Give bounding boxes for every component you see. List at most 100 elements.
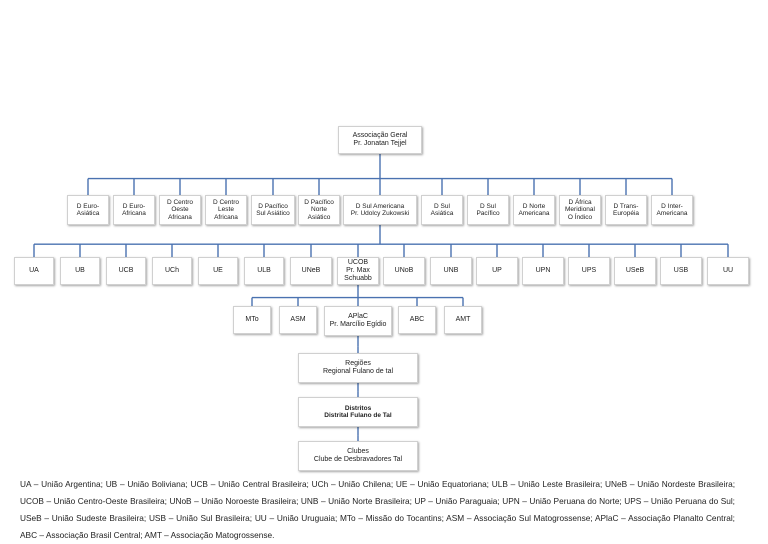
node-label: D África	[568, 198, 592, 206]
node-label: Norte	[311, 206, 327, 214]
node-ub: UB	[60, 257, 100, 285]
node-label: D Norte	[522, 202, 546, 210]
node-label: USeB	[625, 267, 645, 274]
node-label: D Sul Americana	[355, 202, 405, 210]
node-d-inter-americana: D Inter-Americana	[651, 195, 693, 225]
node-uu: UU	[707, 257, 749, 285]
node-label: D Centro	[212, 198, 239, 206]
node-label: D Centro	[166, 198, 193, 206]
node-abc: ABC	[398, 306, 436, 334]
node-label: UCh	[164, 267, 179, 274]
node-unob: UNoB	[383, 257, 425, 285]
node-label: O Índico	[567, 213, 593, 221]
node-label: Regional Fulano de tal	[322, 368, 394, 375]
node-label: UPN	[535, 267, 551, 274]
node-label: UNeB	[301, 267, 321, 274]
node-label: UPS	[581, 267, 597, 274]
node-label: Schuabb	[344, 275, 372, 282]
node-label: Africana	[214, 213, 238, 221]
node-label: APlaC	[348, 313, 368, 320]
node-label: D Euro-	[122, 202, 146, 210]
node-label: Distrital Fulano de Tal	[324, 412, 392, 419]
node-label: Associação Geral	[352, 132, 408, 139]
node-ue: UE	[198, 257, 238, 285]
node-label: ABC	[409, 316, 425, 323]
node-label: D Pacífico	[258, 202, 288, 210]
node-useb: USeB	[614, 257, 656, 285]
node-upn: UPN	[522, 257, 564, 285]
node-label: Pr. Marcílio Egídio	[329, 321, 387, 328]
node-label: UA	[29, 267, 39, 274]
node-label: AMT	[455, 316, 471, 323]
node-label: ULB	[257, 267, 271, 274]
node-label: UCB	[118, 267, 134, 274]
node-label: Regiões	[345, 360, 371, 367]
node-ups: UPS	[568, 257, 610, 285]
node-label: Oeste	[171, 206, 189, 214]
node-label: D Trans-	[613, 202, 639, 210]
node-label: ASM	[290, 316, 306, 323]
node-usb: USB	[660, 257, 702, 285]
node-label: Asiática	[430, 210, 454, 217]
node-label: Asiática	[76, 210, 100, 217]
node-d-trans-europeia: D Trans-Européia	[605, 195, 647, 225]
node-amt: AMT	[444, 306, 482, 334]
node-d-euro-asiatica: D Euro-Asiática	[67, 195, 109, 225]
node-up: UP	[476, 257, 518, 285]
node-label: UE	[213, 267, 223, 274]
abbreviation-legend: UA – União Argentina; UB – União Bolivia…	[20, 479, 735, 540]
node-label: D Sul	[480, 202, 496, 210]
node-label: Pr. Jonatan Tejjel	[353, 140, 407, 147]
node-label: USB	[673, 267, 689, 274]
node-label: Clube de Desbravadores Tal	[313, 456, 403, 463]
node-label: UP	[492, 267, 502, 274]
node-label: UU	[722, 267, 734, 274]
node-label: D Pacífico	[304, 198, 334, 206]
node-d-euro-africana: D Euro-Africana	[113, 195, 155, 225]
node-label: Européia	[612, 210, 640, 217]
node-label: UCOB	[347, 259, 369, 266]
node-label: Leste	[218, 206, 234, 214]
node-ucb: UCB	[106, 257, 146, 285]
node-label: Clubes	[347, 448, 369, 455]
node-ulb: ULB	[244, 257, 284, 285]
node-label: Pr. Udolcy Zukowski	[350, 210, 410, 217]
node-label: Distritos	[344, 404, 372, 412]
node-label: UNoB	[394, 267, 414, 274]
node-label: D Inter-	[661, 202, 683, 210]
node-label: D Euro-	[76, 202, 100, 210]
node-uch: UCh	[152, 257, 192, 285]
node-label: Pacífico	[476, 210, 500, 217]
node-uneb: UNeB	[290, 257, 332, 285]
node-label: MTo	[245, 316, 259, 323]
node-label: Asiático	[307, 213, 331, 221]
node-asm: ASM	[279, 306, 317, 334]
node-label: Meridional	[565, 206, 595, 214]
node-mto: MTo	[233, 306, 271, 334]
node-label: Americana	[656, 210, 688, 217]
node-label: UB	[75, 267, 85, 274]
node-label: Pr. Max	[346, 267, 370, 274]
node-ua: UA	[14, 257, 54, 285]
node-unb: UNB	[430, 257, 472, 285]
node-label: Africana	[122, 210, 146, 217]
node-label: Africana	[168, 213, 192, 221]
node-label: UNB	[443, 267, 459, 274]
